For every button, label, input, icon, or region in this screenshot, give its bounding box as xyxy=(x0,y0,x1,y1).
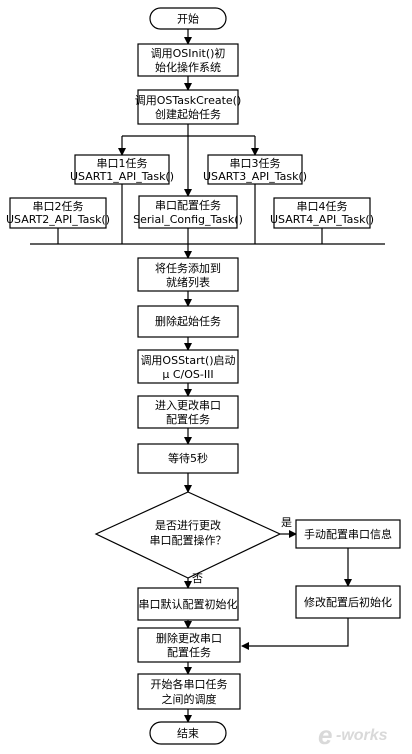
create-start-task-box xyxy=(137,89,239,125)
add-ready-box xyxy=(137,257,239,292)
end-label: 结束 xyxy=(177,727,199,740)
uart3-task-box xyxy=(207,154,303,185)
os-start-label-line2: μ C/OS-III xyxy=(162,368,213,381)
modify-init-box xyxy=(295,585,401,619)
uart4-task-box xyxy=(273,197,371,229)
os-start-box xyxy=(137,349,239,384)
start-terminal xyxy=(149,7,227,30)
start-sched-label-line1: 开始各串口任务 xyxy=(151,677,228,691)
wait-box xyxy=(137,443,239,474)
yes-label: 是 xyxy=(281,516,292,529)
wait-label: 等待5秒 xyxy=(168,451,208,465)
uart4-task-label-line1: 串口4任务 xyxy=(297,200,348,213)
default-init-label: 串口默认配置初始化 xyxy=(139,597,238,611)
end-terminal xyxy=(149,721,227,745)
modify-init-label: 修改配置后初始化 xyxy=(304,595,392,609)
node-wait: 等待5秒 xyxy=(137,443,239,474)
no-label: 否 xyxy=(192,572,203,585)
init-os-label-line1: 调用OSInit()初 xyxy=(151,46,226,60)
node-start: 开始 xyxy=(149,7,227,30)
uart1-task-label-line1: 串口1任务 xyxy=(97,157,148,170)
uart2-task-label-line2: USART2_API_Task() xyxy=(6,213,110,226)
uart1-task-label-line2: USART1_API_Task() xyxy=(70,170,174,183)
node-uart2-task: 串口2任务 USART2_API_Task() xyxy=(6,197,110,229)
manual-config-box xyxy=(295,519,401,549)
init-os-label-line2: 始化操作系统 xyxy=(155,60,221,74)
decision-label-line2: 串口配置操作？ xyxy=(150,533,227,547)
start-sched-label-line2: 之间的调度 xyxy=(162,692,217,706)
node-uart3-task: 串口3任务 USART3_API_Task() xyxy=(203,154,307,185)
enter-change-box xyxy=(137,395,239,429)
delete-change-box xyxy=(137,627,241,663)
node-modify-init: 修改配置后初始化 xyxy=(295,585,401,619)
arrow-modify-to-delete-change xyxy=(241,618,349,650)
init-os-box xyxy=(137,43,239,77)
delete-change-label-line2: 配置任务 xyxy=(167,646,211,659)
add-ready-label-line2: 就绪列表 xyxy=(166,275,210,289)
start-label: 开始 xyxy=(177,12,199,26)
watermark-logo: e -works xyxy=(318,720,388,750)
node-uart1-task: 串口1任务 USART1_API_Task() xyxy=(70,154,174,185)
serial-config-task-box xyxy=(138,195,238,229)
default-init-box xyxy=(137,587,239,621)
start-sched-box xyxy=(137,673,241,710)
node-default-init: 串口默认配置初始化 xyxy=(137,587,239,621)
node-start-sched: 开始各串口任务 之间的调度 xyxy=(137,673,241,710)
enter-change-label-line2: 配置任务 xyxy=(166,413,210,426)
delete-start-box xyxy=(137,305,239,338)
uart2-task-box xyxy=(9,197,107,229)
node-decision: 是否进行更改 串口配置操作？ xyxy=(94,491,282,579)
decision-diamond xyxy=(94,491,282,579)
node-os-start: 调用OSStart()启动 μ C/OS-III xyxy=(137,349,239,384)
serial-config-task-label-line2: Serial_Config_Task() xyxy=(133,213,243,226)
node-create-start-task: 调用OSTaskCreate() 创建起始任务 xyxy=(135,89,242,125)
enter-change-label-line1: 进入更改串口 xyxy=(155,398,221,412)
os-start-label-line1: 调用OSStart()启动 xyxy=(140,354,235,367)
node-init-os: 调用OSInit()初 始化操作系统 xyxy=(137,43,239,77)
node-end: 结束 xyxy=(149,721,227,745)
node-serial-config-task: 串口配置任务 Serial_Config_Task() xyxy=(133,195,243,229)
watermark-mark: e xyxy=(318,720,332,750)
uart2-task-label-line1: 串口2任务 xyxy=(33,200,84,213)
manual-config-label: 手动配置串口信息 xyxy=(304,527,392,541)
uart4-task-label-line2: USART4_API_Task() xyxy=(270,213,374,226)
add-ready-label-line1: 将任务添加到 xyxy=(155,261,221,275)
uart3-task-label-line2: USART3_API_Task() xyxy=(203,170,307,183)
delete-change-label-line1: 删除更改串口 xyxy=(156,631,222,645)
node-delete-start: 删除起始任务 xyxy=(137,305,239,338)
node-uart4-task: 串口4任务 USART4_API_Task() xyxy=(270,197,374,229)
node-add-ready: 将任务添加到 就绪列表 xyxy=(137,257,239,292)
create-start-task-label-line1: 调用OSTaskCreate() xyxy=(135,94,242,107)
connectors xyxy=(30,29,385,723)
node-manual-config: 手动配置串口信息 xyxy=(295,519,401,549)
delete-start-label: 删除起始任务 xyxy=(155,314,221,328)
uart3-task-label-line1: 串口3任务 xyxy=(230,157,281,170)
decision-label-line1: 是否进行更改 xyxy=(155,518,221,532)
uart1-task-box xyxy=(74,154,170,185)
serial-config-task-label-line1: 串口配置任务 xyxy=(155,199,221,212)
watermark-text: -works xyxy=(336,727,388,744)
node-enter-change: 进入更改串口 配置任务 xyxy=(137,395,239,429)
node-delete-change: 删除更改串口 配置任务 xyxy=(137,627,241,663)
create-start-task-label-line2: 创建起始任务 xyxy=(155,107,221,121)
